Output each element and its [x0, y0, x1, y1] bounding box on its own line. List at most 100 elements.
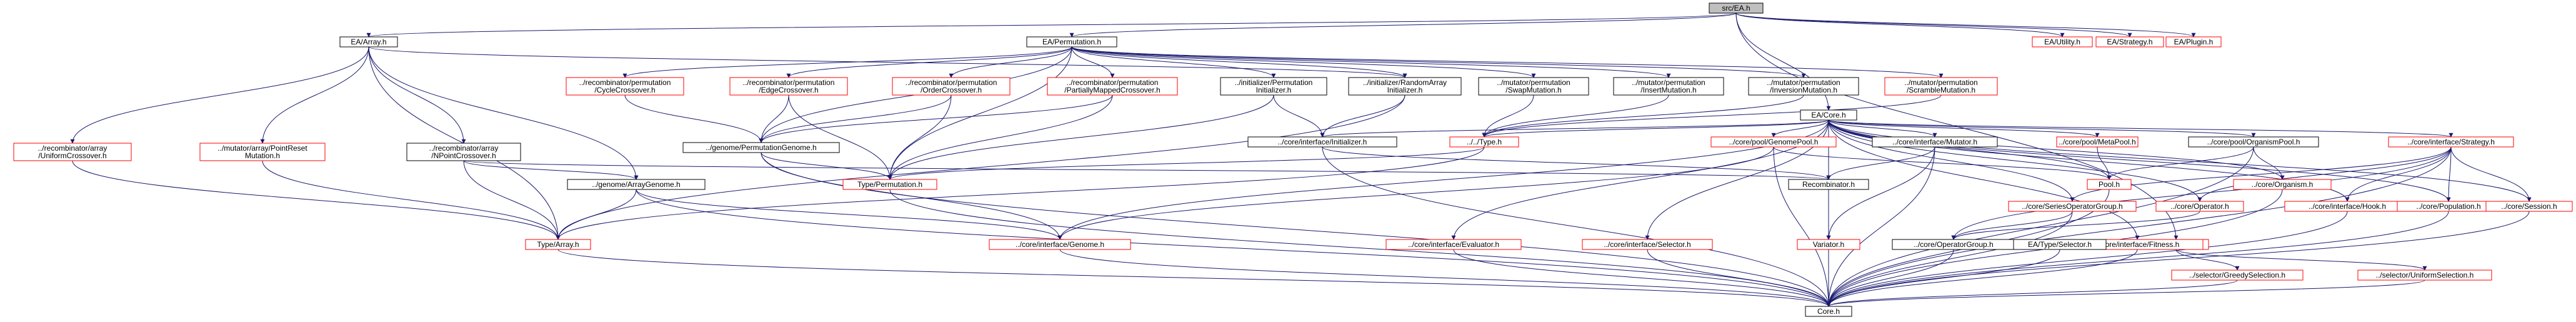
edge-ea_type_selector-to-core_h — [1826, 249, 2060, 307]
node-sel-uniform[interactable]: ../selector/UniformSelection.h — [2357, 269, 2492, 281]
node-pool-genome[interactable]: ../core/pool/GenomePool.h — [1710, 136, 1837, 148]
node-ea-core[interactable]: EA/Core.h — [1800, 109, 1857, 121]
node-rec-npoint[interactable]: ../recombinator/array/NPointCrossover.h — [406, 143, 521, 161]
edge-ci_mutator-to-recombinator — [1826, 146, 1935, 180]
node-src-ea[interactable]: src/EA.h — [1709, 3, 1764, 14]
node-box — [1805, 306, 1852, 317]
node-ea-plugin[interactable]: EA/Plugin.h — [2165, 36, 2222, 48]
node-box — [1449, 136, 1519, 148]
node-ci-strategy[interactable]: ../core/interface/Strategy.h — [2388, 136, 2514, 148]
edge-rec_order-to-genome_perm — [759, 94, 952, 143]
edge-pool_organism-to-pool_h — [2107, 146, 2254, 180]
node-rec-pmx[interactable]: ../recombinator/permutation/PartiallyMap… — [1047, 77, 1178, 96]
node-recombinator[interactable]: Recombinator.h — [1788, 179, 1869, 190]
node-label: ../initializer/Permutation — [1235, 78, 1313, 87]
node-ci-mutator[interactable]: ../core/interface/Mutator.h — [1872, 136, 1998, 148]
edge-ci_selector-to-core_h — [1647, 249, 1831, 307]
edge-ea_core-to-ci_strategy — [1828, 119, 2454, 138]
edge-src_ea-to-ea_permutation — [1069, 13, 1737, 38]
node-genome-perm[interactable]: ../genome/PermutationGenome.h — [682, 142, 840, 153]
node-genome-array[interactable]: ../genome/ArrayGenome.h — [567, 179, 706, 190]
node-ci-hook[interactable]: ../core/interface/Hook.h — [2284, 201, 2410, 212]
node-mut-insert[interactable]: ../mutator/permutation/InsertMutation.h — [1613, 77, 1724, 96]
node-label: EA/Type/Selector.h — [2028, 240, 2092, 249]
node-ci-genome[interactable]: ../core/interface/Genome.h — [989, 239, 1131, 250]
node-core-organism[interactable]: ../core/Organism.h — [2233, 179, 2332, 190]
edge-ea_core-to-ci_fitness — [1828, 119, 2140, 240]
node-ea-utility[interactable]: EA/Utility.h — [2032, 36, 2093, 48]
node-type-array[interactable]: Type/Array.h — [525, 239, 591, 250]
node-label: EA/Permutation.h — [1042, 38, 1101, 46]
node-ea-strategy[interactable]: EA/Strategy.h — [2095, 36, 2164, 48]
edge-pool_organism-to-core_h — [1826, 146, 2254, 307]
node-variator[interactable]: Variator.h — [1797, 239, 1860, 250]
node-rec-uniform[interactable]: ../recombinator/array/UniformCrossover.h — [13, 143, 132, 161]
edge-ea_array-to-mut_pointreset — [260, 46, 369, 144]
node-ea-type-selector[interactable]: EA/Type/Selector.h — [2013, 239, 2107, 250]
node-pool-organism[interactable]: ../core/pool/OrganismPool.h — [2188, 136, 2319, 148]
node-mut-inversion[interactable]: ../mutator/permutation/InversionMutation… — [1748, 77, 1859, 96]
node-box — [2087, 179, 2132, 190]
node-rec-edge[interactable]: ../recombinator/permutation/EdgeCrossove… — [729, 77, 848, 96]
node-ci-evaluator[interactable]: ../core/interface/Evaluator.h — [1385, 239, 1522, 250]
node-label: EA/Strategy.h — [2107, 38, 2152, 46]
node-label: Initializer.h — [1387, 86, 1423, 94]
node-ea-array[interactable]: EA/Array.h — [339, 36, 398, 48]
node-label: src/EA.h — [1722, 4, 1750, 13]
node-rec-cycle[interactable]: ../recombinator/permutation/CycleCrossov… — [566, 77, 684, 96]
node-core-session[interactable]: ../core/Session.h — [2485, 201, 2573, 212]
node-label: /SwapMutation.h — [1505, 86, 1561, 94]
edge-type_h-to-type_array — [556, 146, 1485, 240]
node-core-operator[interactable]: ../core/Operator.h — [2155, 201, 2244, 212]
node-pool-meta[interactable]: ../core/pool/MetaPool.h — [2056, 136, 2139, 148]
node-box — [1748, 77, 1859, 96]
node-core-opgroup[interactable]: ../core/OperatorGroup.h — [1892, 239, 2015, 250]
node-label: ../core/interface/Initializer.h — [1278, 138, 1367, 146]
node-box — [1884, 77, 1998, 96]
edge-mut_scramble-to-type_h — [1482, 94, 1942, 138]
node-rec-order[interactable]: ../recombinator/permutation/OrderCrossov… — [892, 77, 1011, 96]
node-box — [2188, 136, 2319, 148]
edge-src_ea-to-ea_core — [1735, 13, 1831, 111]
edge-ci_strategy-to-ci_hook — [2345, 146, 2452, 202]
node-type-permutation[interactable]: Type/Permutation.h — [842, 179, 937, 190]
edge-ea_array-to-genome_array — [368, 46, 639, 180]
edge-src_ea-to-ea_plugin — [1735, 13, 2196, 38]
node-ci-initializer[interactable]: ../core/interface/Initializer.h — [1247, 136, 1397, 148]
node-label: ../core/Population.h — [2416, 202, 2480, 211]
node-mut-swap[interactable]: ../mutator/permutation/SwapMutation.h — [1478, 77, 1589, 96]
edge-ea_core-to-pool_h — [1828, 119, 2112, 180]
node-sel-greedy[interactable]: ../selector/GreedySelection.h — [2171, 269, 2304, 281]
node-core-population[interactable]: ../core/Population.h — [2397, 201, 2500, 212]
node-core-seriesopgroup[interactable]: ../core/SeriesOperatorGroup.h — [2008, 201, 2137, 212]
node-box — [2056, 136, 2139, 148]
node-label: ../core/interface/Genome.h — [1016, 240, 1104, 249]
edge-ea_core-to-core_operator — [1828, 119, 2202, 202]
node-box — [2233, 179, 2332, 190]
node-box — [892, 77, 1011, 96]
node-core-h[interactable]: Core.h — [1805, 306, 1852, 317]
edge-ea_array-to-rec_npoint — [368, 46, 466, 144]
node-label: ../core/Session.h — [2501, 202, 2557, 211]
node-label: ../core/pool/GenomePool.h — [1729, 138, 1819, 146]
node-label: Variator.h — [1813, 240, 1844, 249]
edge-init_perm-to-type_permutation — [887, 94, 1274, 180]
node-mut-scramble[interactable]: ../mutator/permutation/ScrambleMutation.… — [1884, 77, 1998, 96]
node-label: ../genome/ArrayGenome.h — [592, 180, 680, 189]
edge-src_ea-to-ea_array — [367, 13, 1737, 38]
edge-init_randarray-to-type_array — [556, 94, 1405, 240]
node-type-h[interactable]: ../../Type.h — [1449, 136, 1519, 148]
node-ea-permutation[interactable]: EA/Permutation.h — [1026, 36, 1117, 48]
node-pool-h[interactable]: Pool.h — [2087, 179, 2132, 190]
node-label: ../genome/PermutationGenome.h — [706, 143, 816, 152]
node-box — [1026, 36, 1117, 48]
edge-ci_strategy-to-core_opgroup — [1951, 146, 2452, 240]
edge-init_perm-to-ci_initializer — [1273, 94, 1325, 138]
node-ci-selector[interactable]: ../core/interface/Selector.h — [1582, 239, 1713, 250]
node-label: EA/Core.h — [1811, 111, 1845, 119]
edge-init_randarray-to-ci_initializer — [1320, 94, 1405, 138]
node-label: ../core/Operator.h — [2170, 202, 2229, 211]
